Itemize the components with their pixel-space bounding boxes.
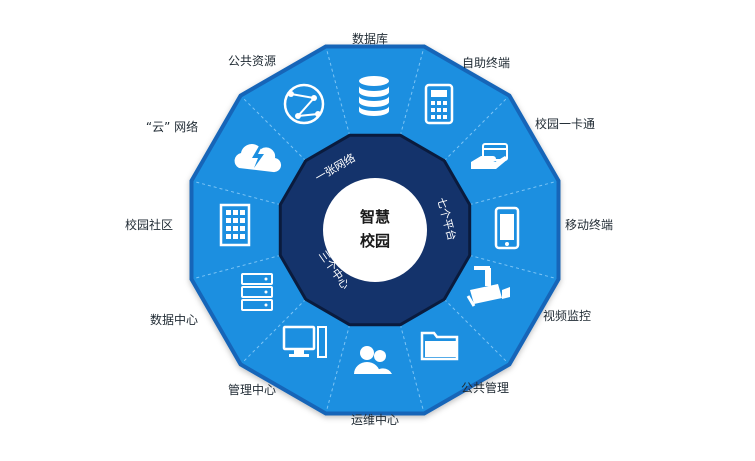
center-title-line1: 智慧 xyxy=(360,208,390,226)
segment-divider xyxy=(326,49,351,136)
building-icon xyxy=(219,203,251,247)
label-self-service-terminal: 自助终端 xyxy=(462,55,510,70)
segment-labels: 数据库 自助终端 校园一卡通 移动终端 视频监控 公共管理 运维中心 管理中心 … xyxy=(125,31,613,427)
segment-divider xyxy=(242,97,307,162)
label-cloud-network: “云” 网络 xyxy=(146,119,198,134)
network-globe-icon xyxy=(283,83,325,125)
segment-divider xyxy=(399,324,424,411)
segment-divider xyxy=(399,49,424,136)
segment-divider xyxy=(469,181,556,206)
card-payment-icon xyxy=(471,143,508,169)
server-icon xyxy=(241,273,273,311)
calculator-icon xyxy=(424,83,454,125)
segment-icons xyxy=(219,76,520,374)
label-public-resources: 公共资源 xyxy=(228,54,276,68)
label-campus-card: 校园一卡通 xyxy=(535,116,595,131)
segment-divider xyxy=(194,254,281,279)
label-management-center: 管理中心 xyxy=(228,382,276,397)
segment-divider xyxy=(469,254,556,279)
label-mobile-terminal: 移动终端 xyxy=(565,217,613,232)
segment-divider xyxy=(443,298,508,363)
center-circle xyxy=(323,178,427,282)
segment-divider xyxy=(326,324,351,411)
cloud-lightning-icon xyxy=(234,144,282,173)
center-title-line2: 校园 xyxy=(360,232,390,250)
label-public-management: 公共管理 xyxy=(461,380,509,395)
label-campus-community: 校园社区 xyxy=(125,217,173,232)
security-camera-icon xyxy=(466,266,510,307)
segment-divider xyxy=(443,97,508,162)
label-video-surveillance: 视频监控 xyxy=(543,308,591,323)
label-data-center: 数据中心 xyxy=(150,312,198,327)
smartphone-icon xyxy=(494,206,520,250)
segment-divider xyxy=(242,298,307,363)
database-icon xyxy=(359,76,389,116)
folder-icon xyxy=(420,331,459,361)
label-ops-center: 运维中心 xyxy=(351,412,399,427)
segment-dividers xyxy=(194,49,556,411)
users-icon xyxy=(354,346,392,374)
desktop-computer-icon xyxy=(282,325,327,358)
label-database: 数据库 xyxy=(352,31,388,46)
segment-divider xyxy=(194,181,281,206)
